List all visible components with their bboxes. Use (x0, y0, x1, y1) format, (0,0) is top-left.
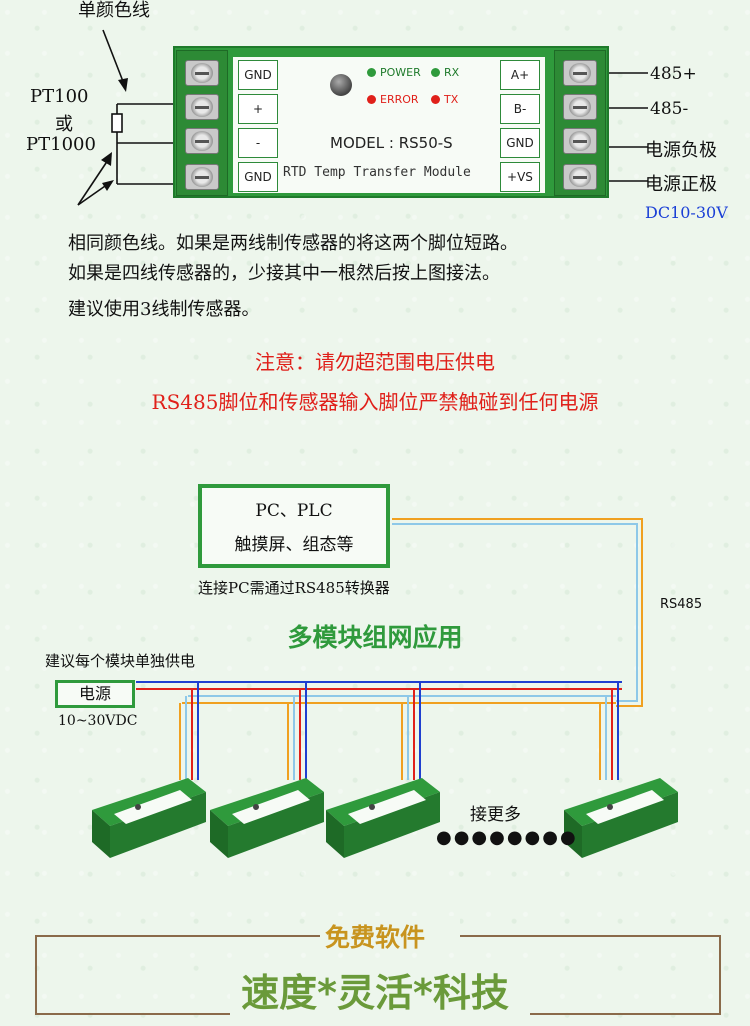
power-led-icon (367, 68, 376, 77)
screw-icon (185, 164, 219, 190)
pc-plc-box (198, 484, 390, 568)
left-pin-plus: + (238, 94, 278, 124)
module-subtitle: RTD Temp Transfer Module (283, 165, 471, 180)
network-title: 多模块组网应用 (287, 623, 463, 652)
module-thumbnail (92, 778, 206, 858)
left-pin-minus: - (238, 128, 278, 158)
notice-line-2: RS485脚位和传感器输入脚位严禁触碰到任何电源 (151, 390, 599, 414)
status-button-icon (330, 74, 352, 96)
power-supply-box: 电源 (55, 680, 135, 708)
module-thumbnail (210, 778, 324, 858)
screw-icon (185, 128, 219, 154)
screw-icon (185, 94, 219, 120)
single-color-wire-label: 单颜色线 (78, 0, 150, 21)
instruction-line-2: 如果是四线传感器的，少接其中一根然后按上图接法。 (68, 263, 500, 284)
right-pin-gnd: GND (500, 128, 540, 158)
right-pin-a: A+ (500, 60, 540, 90)
rs485-label: RS485 (660, 597, 703, 612)
label-power-positive: 电源正极 (645, 174, 717, 195)
label-485-minus: 485- (650, 99, 689, 119)
footer-title-gap (320, 916, 460, 950)
tx-led-label: TX (444, 93, 459, 106)
rx-led-label: RX (444, 66, 460, 79)
module-face (233, 57, 545, 193)
left-pin-gnd2: GND (238, 162, 278, 192)
touchscreen-label: 触摸屏、组态等 (234, 535, 354, 555)
free-software-label: 免费软件 (324, 923, 425, 952)
rx-led-icon (431, 68, 440, 77)
instruction-line-1: 相同颜色线。如果是两线制传感器的将这两个脚位短路。 (68, 233, 518, 254)
left-pin-gnd: GND (238, 60, 278, 90)
pc-plc-label: PC、PLC (255, 501, 333, 521)
power-range: 10~30VDC (58, 713, 138, 729)
instruction-line-3: 建议使用3线制传感器。 (68, 299, 260, 320)
screw-icon (563, 128, 597, 154)
slogan-gap (230, 962, 530, 1018)
pt1000-label: PT1000 (26, 134, 96, 155)
screw-icon (185, 60, 219, 86)
screw-icon (563, 60, 597, 86)
power-note: 建议每个模块单独供电 (45, 652, 196, 670)
pt100-label: PT100 (30, 86, 89, 107)
power-led-label: POWER (380, 66, 421, 79)
right-pin-vs: +VS (500, 162, 540, 192)
error-led-icon (367, 95, 376, 104)
module-thumbnail (564, 778, 678, 858)
connect-more-label: 接更多 (470, 805, 521, 825)
label-power-negative: 电源负极 (645, 140, 717, 161)
notice-line-1: 注意：请勿超范围电压供电 (255, 350, 495, 374)
more-dots: ●●●●●●●● (436, 827, 578, 848)
label-485-plus: 485+ (650, 64, 697, 84)
slogan: 速度*灵活*科技 (241, 971, 509, 1015)
network-wiring-diagram (136, 518, 643, 780)
error-led-label: ERROR (380, 93, 419, 106)
screw-icon (563, 94, 597, 120)
voltage-label: DC10-30V (645, 203, 728, 222)
model-label: MODEL : RS50-S (330, 134, 453, 152)
or-label: 或 (55, 114, 73, 135)
right-pin-b: B- (500, 94, 540, 124)
tx-led-icon (431, 95, 440, 104)
screw-icon (563, 164, 597, 190)
module-thumbnail (326, 778, 440, 858)
converter-note: 连接PC需通过RS485转换器 (198, 579, 390, 597)
